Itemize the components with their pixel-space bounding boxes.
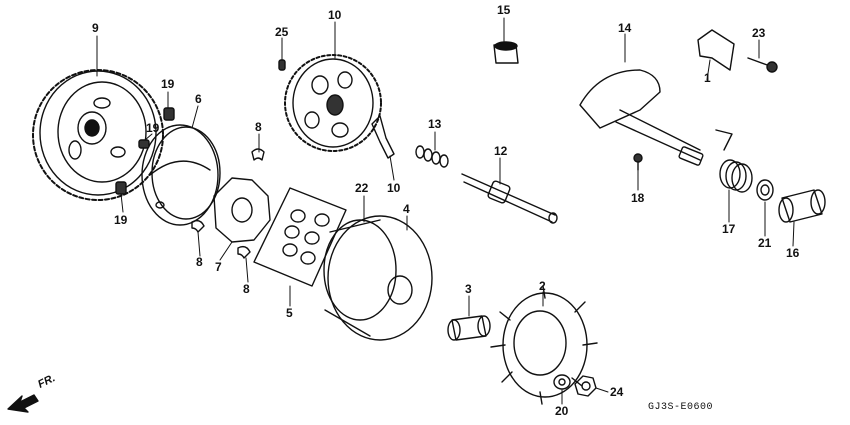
callout-4: 4: [403, 202, 410, 216]
callout-2: 2: [539, 279, 546, 293]
callout-10: 10: [387, 181, 401, 195]
part-15-bushing: [493, 41, 519, 64]
leader-lines: [96, 17, 795, 405]
drawing-code: GJ3S-E0600: [648, 402, 714, 413]
callout-21: 21: [758, 236, 772, 250]
callout-14: 14: [618, 21, 632, 35]
callout-25: 25: [275, 25, 289, 39]
callout-19: 19: [146, 121, 160, 135]
part-16-bush: [778, 189, 826, 223]
part-12-shaft: [461, 173, 558, 224]
callout-5: 5: [286, 306, 293, 320]
part-11-starter-gear: [284, 54, 382, 152]
callout-19: 19: [114, 213, 128, 227]
part-21-washer: [756, 179, 774, 201]
part-13-spring: [415, 145, 449, 168]
callout-22: 22: [355, 181, 369, 195]
part-20-washer: [553, 374, 571, 390]
callout-17: 17: [722, 222, 736, 236]
front-direction-arrow: [7, 394, 39, 413]
callout-6: 6: [195, 92, 202, 106]
callout-18: 18: [631, 191, 645, 205]
part-19-bolts: [115, 107, 175, 195]
callout-11: 10: [328, 8, 342, 22]
callout-8: 8: [255, 120, 262, 134]
callout-15: 15: [497, 3, 511, 17]
part-10-clip: [371, 115, 395, 159]
part-9-driven-gear: [32, 69, 164, 201]
callout-9: 9: [92, 21, 99, 35]
callout-24: 23: [752, 26, 766, 40]
part-1-bracket: [697, 29, 735, 71]
callout-19: 19: [161, 77, 175, 91]
callout-20: 20: [555, 404, 569, 418]
part-4-pulley: [323, 215, 433, 341]
part-5-roller-set: [253, 187, 347, 287]
callout-7: 7: [215, 260, 222, 274]
part-14-kick-spindle: [579, 69, 704, 166]
part-7-ramp-plate: [213, 177, 271, 243]
part-3-collar: [447, 315, 491, 341]
part-24-bolt: [747, 57, 778, 73]
part-18-pin: [633, 153, 643, 171]
callout-16: 16: [786, 246, 800, 260]
callout-8: 8: [196, 255, 203, 269]
part-6-clutch-plate: [141, 124, 221, 226]
part-23-nut: [574, 375, 597, 397]
callout-23: 24: [610, 385, 624, 399]
callout-12: 12: [494, 144, 508, 158]
part-2-fan-pulley: [490, 285, 598, 405]
part-25-pin: [278, 59, 286, 71]
callout-3: 3: [465, 282, 472, 296]
callout-1: 1: [704, 71, 711, 85]
callout-13: 13: [428, 117, 442, 131]
callout-8: 8: [243, 282, 250, 296]
part-17-kick-spring: [715, 129, 753, 193]
